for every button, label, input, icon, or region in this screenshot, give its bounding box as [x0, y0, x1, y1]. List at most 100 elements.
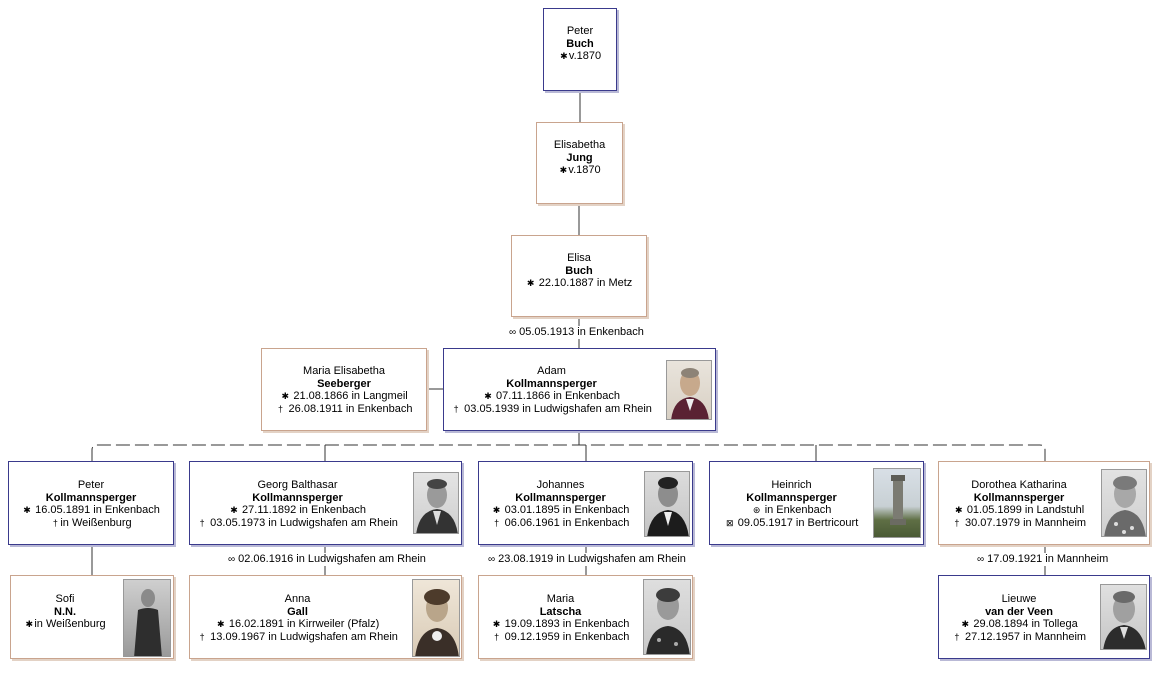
- birth-icon: ✱: [216, 619, 225, 629]
- death-info: 06.06.1961 in Enkenbach: [504, 516, 630, 529]
- person-card-maria-latscha[interactable]: Maria Latscha ✱ 19.09.1893 in Enkenbach …: [478, 575, 693, 659]
- death-icon: †: [52, 517, 58, 528]
- portrait-photo: [413, 472, 459, 534]
- surname: Kollmannsperger: [506, 377, 597, 390]
- birth-info: v.1870: [568, 50, 602, 62]
- birth-icon: ✱: [25, 619, 34, 629]
- baptism-info: in Enkenbach: [764, 504, 832, 516]
- marriage-label-dorothea-lieuwe: ∞17.09.1921 in Mannheim: [975, 553, 1111, 566]
- death-icon: †: [199, 631, 205, 642]
- given-name: Peter: [77, 479, 105, 491]
- birth-info: v.1870: [568, 164, 601, 176]
- birth-icon: ✱: [559, 165, 568, 175]
- person-card-elisabetha-jung[interactable]: Elisabetha Jung ✱v.1870: [536, 122, 623, 204]
- birth-info: 07.11.1866 in Enkenbach: [496, 390, 621, 402]
- birth-info: 16.02.1891 in Kirrweiler (Pfalz): [228, 618, 380, 630]
- surname: Kollmannsperger: [515, 491, 606, 504]
- given-name: Anna: [284, 593, 311, 605]
- person-card-sofi-nn[interactable]: Sofi N.N. ✱in Weißenburg: [10, 575, 174, 659]
- person-card-johannes-kollmannsperger[interactable]: Johannes Kollmannsperger ✱ 03.01.1895 in…: [478, 461, 693, 545]
- surname: Kollmannsperger: [252, 491, 343, 504]
- person-card-dorothea-katharina-kollmannsperger[interactable]: Dorothea Katharina Kollmannsperger ✱ 01.…: [938, 461, 1150, 545]
- birth-info: 16.05.1891 in Enkenbach: [35, 504, 160, 516]
- person-card-adam-kollmannsperger[interactable]: Adam Kollmannsperger ✱ 07.11.1866 in Enk…: [443, 348, 716, 431]
- person-card-anna-gall[interactable]: Anna Gall ✱ 16.02.1891 in Kirrweiler (Pf…: [189, 575, 462, 659]
- birth-icon: ✱: [954, 505, 963, 515]
- birth-info: 19.09.1893 in Enkenbach: [504, 618, 630, 630]
- fallen-icon: ⊠: [725, 517, 734, 528]
- birth-info: 01.05.1899 in Landstuhl: [966, 504, 1085, 516]
- marriage-date: 05.05.1913 in Enkenbach: [519, 326, 644, 338]
- given-name: Maria Elisabetha: [303, 365, 385, 377]
- given-name: Dorothea Katharina: [971, 479, 1067, 491]
- memorial-photo: [873, 468, 921, 538]
- birth-info: in Weißenburg: [34, 618, 106, 630]
- death-info: 13.09.1967 in Ludwigshafen am Rhein: [210, 630, 398, 643]
- marriage-label-georg-anna: ∞02.06.1916 in Ludwigshafen am Rhein: [226, 553, 428, 566]
- person-card-maria-elisabetha-seeberger[interactable]: Maria Elisabetha Seeberger ✱ 21.08.1866 …: [261, 348, 427, 431]
- marriage-rings-icon: ∞: [977, 554, 984, 565]
- birth-icon: ✱: [484, 391, 492, 401]
- surname: Latscha: [539, 605, 582, 618]
- person-card-lieuwe-van-der-veen[interactable]: Lieuwe van der Veen ✱ 29.08.1894 in Toll…: [938, 575, 1150, 659]
- birth-info: 22.10.1887 in Metz: [538, 277, 633, 289]
- birth-icon: ✱: [526, 278, 535, 288]
- surname: Seeberger: [317, 377, 371, 390]
- birth-icon: ✱: [23, 505, 31, 515]
- surname: Kollmannsperger: [45, 491, 137, 504]
- portrait-photo: [1101, 469, 1147, 537]
- portrait-photo: [123, 579, 171, 657]
- given-name: Heinrich: [771, 479, 812, 491]
- marriage-rings-icon: ∞: [488, 554, 495, 565]
- marriage-rings-icon: ∞: [509, 327, 516, 338]
- death-icon: †: [954, 517, 960, 528]
- given-name: Elisa: [567, 252, 591, 264]
- death-info: 27.12.1957 in Mannheim: [964, 630, 1087, 643]
- person-card-georg-balthasar-kollmannsperger[interactable]: Georg Balthasar Kollmannsperger ✱ 27.11.…: [189, 461, 462, 545]
- person-card-heinrich-kollmannsperger[interactable]: Heinrich Kollmannsperger ⊛ in Enkenbach …: [709, 461, 924, 545]
- person-card-peter-buch[interactable]: Peter Buch ✱v.1870: [543, 8, 617, 91]
- birth-info: 29.08.1894 in Tollega: [973, 618, 1078, 630]
- given-name: Sofi: [55, 593, 75, 605]
- baptism-icon: ⊛: [752, 505, 761, 515]
- birth-info: 27.11.1892 in Enkenbach: [242, 504, 367, 516]
- portrait-photo: [666, 360, 712, 420]
- portrait-icon: [646, 588, 690, 654]
- surname: Kollmannsperger: [746, 491, 837, 504]
- marriage-date: 23.08.1919 in Ludwigshafen am Rhein: [498, 553, 686, 565]
- birth-info: 21.08.1866 in Langmeil: [293, 390, 408, 402]
- death-icon: †: [199, 517, 205, 528]
- death-icon: †: [494, 517, 500, 528]
- marriage-label-johannes-maria: ∞23.08.1919 in Ludwigshafen am Rhein: [486, 553, 688, 566]
- death-icon: †: [453, 403, 459, 414]
- portrait-icon: [647, 477, 689, 536]
- person-card-peter-kollmannsperger[interactable]: Peter Kollmannsperger ✱ 16.05.1891 in En…: [8, 461, 174, 545]
- birth-icon: ✱: [281, 391, 290, 401]
- given-name: Johannes: [536, 479, 585, 491]
- marriage-date: 02.06.1916 in Ludwigshafen am Rhein: [238, 553, 426, 565]
- birth-info: 03.01.1895 in Enkenbach: [504, 504, 630, 516]
- death-info: 09.12.1959 in Enkenbach: [504, 630, 630, 643]
- memorial-tower-icon: [890, 475, 906, 525]
- death-info: in Weißenburg: [60, 516, 132, 529]
- birth-icon: ✱: [492, 505, 501, 515]
- surname: Gall: [287, 605, 308, 618]
- given-name: Maria: [546, 593, 575, 605]
- portrait-photo: [644, 471, 690, 537]
- death-info: 09.05.1917 in Bertricourt: [737, 516, 859, 529]
- portrait-icon: [671, 368, 709, 419]
- birth-icon: ✱: [560, 51, 568, 61]
- portrait-icon: [416, 479, 458, 533]
- birth-icon: ✱: [961, 619, 970, 629]
- death-icon: †: [494, 631, 500, 642]
- surname: Buch: [565, 264, 593, 277]
- birth-icon: ✱: [492, 619, 501, 629]
- death-info: 03.05.1939 in Ludwigshafen am Rhein: [464, 402, 652, 415]
- marriage-label-elisa-adam: ∞05.05.1913 in Enkenbach: [507, 326, 646, 339]
- marriage-date: 17.09.1921 in Mannheim: [987, 553, 1109, 565]
- portrait-icon: [415, 589, 459, 656]
- person-card-elisa-buch[interactable]: Elisa Buch ✱ 22.10.1887 in Metz: [511, 235, 647, 317]
- surname: Jung: [566, 151, 593, 164]
- death-info: 26.08.1911 in Enkenbach: [288, 402, 413, 415]
- surname: N.N.: [54, 605, 76, 618]
